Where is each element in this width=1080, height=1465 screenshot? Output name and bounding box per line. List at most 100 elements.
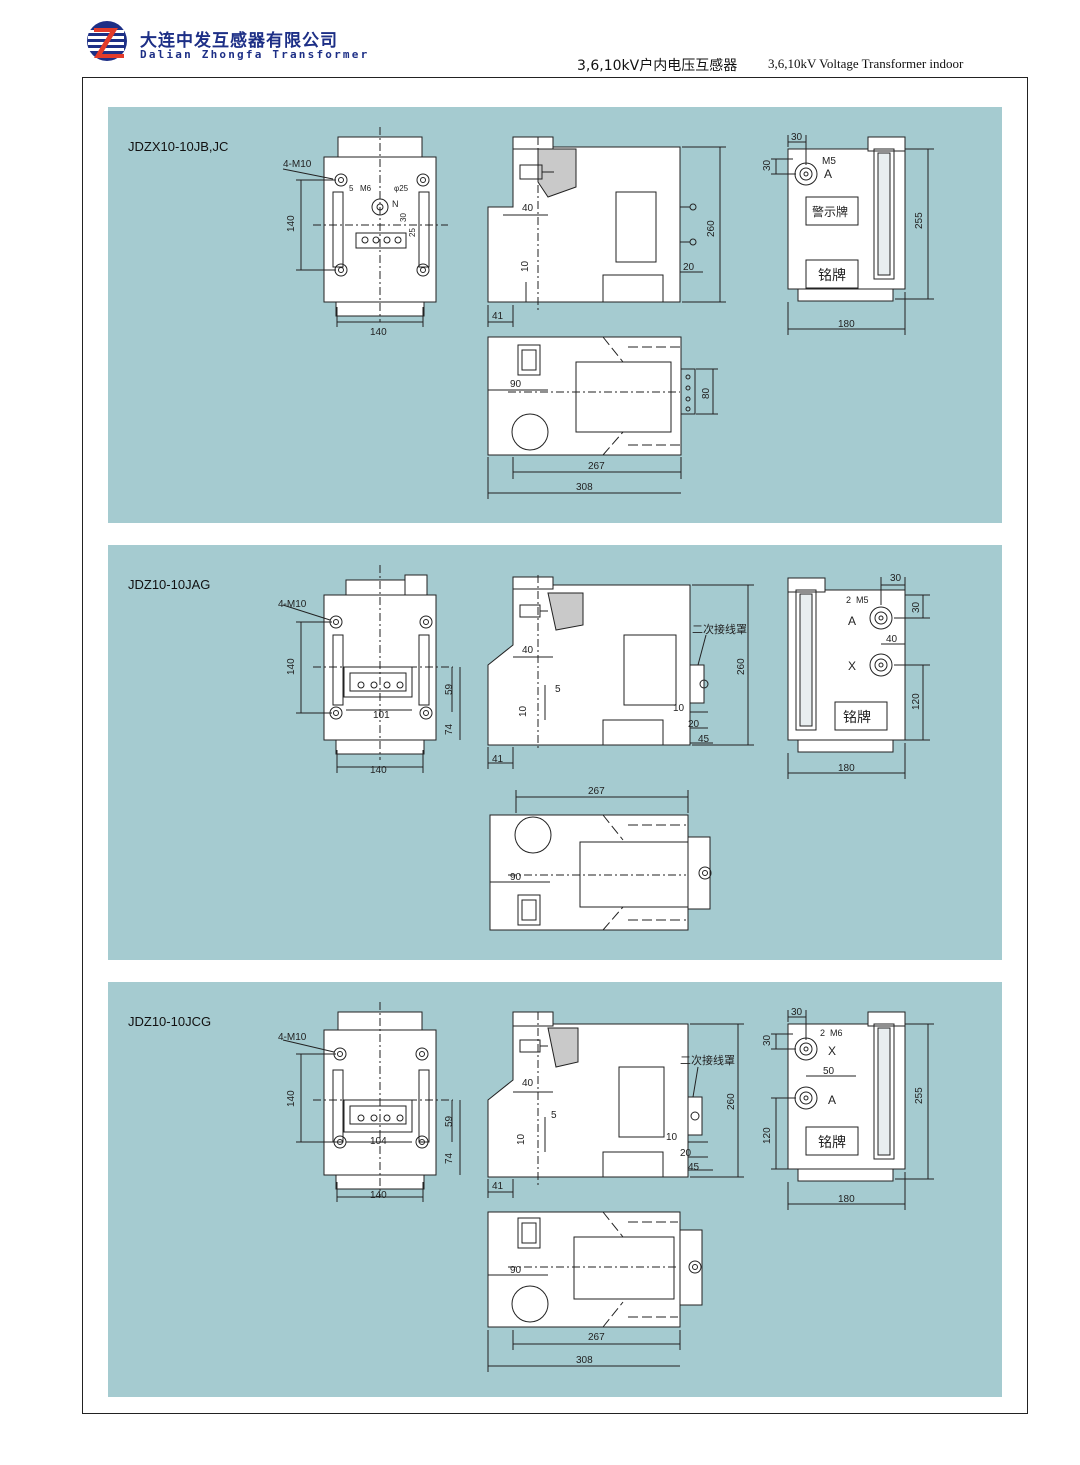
end-view bbox=[771, 135, 934, 335]
top-d267-label: 267 bbox=[588, 461, 605, 472]
end-view bbox=[771, 1010, 934, 1210]
company-name-en: Dalian Zhongfa Transformer bbox=[140, 48, 370, 61]
side-view bbox=[487, 136, 726, 327]
side-d40-label: 40 bbox=[522, 645, 534, 656]
front-height-label: 140 bbox=[286, 658, 297, 675]
company-name-cn: 大连中发互感器有限公司 bbox=[140, 31, 338, 51]
front-view bbox=[282, 1002, 461, 1202]
drawing-panel-jdz10-jag: 4-M10 140 140 101 59 74 4 bbox=[108, 545, 1002, 960]
end-warn-label: 警示牌 bbox=[812, 204, 848, 219]
end-plate-label: 铭牌 bbox=[818, 1134, 846, 1150]
page-frame bbox=[82, 77, 1028, 1414]
end-d50-label: 50 bbox=[823, 1066, 835, 1077]
front-bolt-label: 4-M10 bbox=[278, 599, 307, 610]
side-d45-label: 45 bbox=[688, 1162, 700, 1173]
end-d120-label: 120 bbox=[911, 693, 922, 710]
end-screw-label: M5 bbox=[856, 595, 869, 605]
top-d267-label: 267 bbox=[588, 1332, 605, 1343]
side-d40-label: 40 bbox=[522, 1078, 534, 1089]
end-num-label: 2 bbox=[820, 1028, 825, 1038]
side-cover-label: 二次接线罩 bbox=[680, 1053, 735, 1067]
model-label-jdzx10: JDZX10-10JB,JC bbox=[128, 139, 229, 154]
front-d74-label: 74 bbox=[444, 1152, 455, 1164]
front-dia-label: φ25 bbox=[394, 184, 409, 193]
front-d74-label: 74 bbox=[444, 723, 455, 735]
drawing-panel-jdz10-jcg: 4-M10 140 140 104 59 74 4 bbox=[108, 982, 1002, 1397]
side-d45-label: 45 bbox=[698, 734, 710, 745]
side-height-label: 260 bbox=[706, 220, 717, 237]
front-height-label: 140 bbox=[286, 215, 297, 232]
side-d10a-label: 10 bbox=[516, 1133, 527, 1145]
side-d41-label: 41 bbox=[492, 311, 504, 322]
end-plate-label: 铭牌 bbox=[818, 267, 846, 283]
end-width-label: 180 bbox=[838, 1194, 855, 1205]
front-d104-label: 104 bbox=[370, 1136, 387, 1147]
end-d30a-label: 30 bbox=[791, 132, 803, 143]
front-width-label: 140 bbox=[370, 1190, 387, 1201]
end-tx-label: X bbox=[828, 1044, 836, 1058]
end-screw-label: M5 bbox=[822, 156, 836, 167]
company-logo-icon bbox=[87, 21, 127, 61]
top-d308-label: 308 bbox=[576, 1355, 593, 1366]
end-height-label: 255 bbox=[914, 1087, 925, 1104]
drawing-jdzx10: 4-M10 140 140 5 M6 φ25 N 30 25 bbox=[282, 127, 934, 499]
end-d30a-label: 30 bbox=[890, 573, 902, 584]
end-d120-label: 120 bbox=[762, 1127, 773, 1144]
end-ta-label: A bbox=[828, 1093, 836, 1107]
side-d10b-label: 10 bbox=[666, 1132, 678, 1143]
document-title-en: 3,6,10kV Voltage Transformer indoor bbox=[768, 56, 964, 71]
top-d308-label: 308 bbox=[576, 482, 593, 493]
side-d10b-label: 10 bbox=[673, 703, 685, 714]
side-d5-label: 5 bbox=[555, 684, 561, 695]
side-view bbox=[487, 575, 754, 769]
end-d30a-label: 30 bbox=[791, 1007, 803, 1018]
end-d40-label: 40 bbox=[886, 634, 898, 645]
front-d59-label: 59 bbox=[444, 1115, 455, 1127]
drawing-panel-jdzx10: 4-M10 140 140 5 M6 φ25 N 30 25 bbox=[108, 107, 1002, 523]
side-d5-label: 5 bbox=[551, 1110, 557, 1121]
document-title-cn: 3,6,10kV户内电压互感器 bbox=[577, 58, 738, 74]
header-rule bbox=[82, 77, 1028, 78]
model-label-jdz10-jag: JDZ10-10JAG bbox=[128, 577, 211, 592]
side-height-label: 260 bbox=[726, 1093, 737, 1110]
side-d20-label: 20 bbox=[683, 262, 695, 273]
end-width-label: 180 bbox=[838, 763, 855, 774]
end-num-label: 2 bbox=[846, 595, 851, 605]
end-d30b-label: 30 bbox=[762, 1034, 773, 1046]
end-ta-label: A bbox=[848, 614, 856, 628]
end-screw-label: M6 bbox=[830, 1028, 843, 1038]
front-d59-label: 59 bbox=[444, 683, 455, 695]
front-view bbox=[282, 127, 448, 327]
front-height-label: 140 bbox=[286, 1090, 297, 1107]
end-d30b-label: 30 bbox=[911, 601, 922, 613]
front-width-label: 140 bbox=[370, 327, 387, 338]
front-d30-label: 30 bbox=[399, 213, 408, 222]
front-screw-label: M6 bbox=[360, 184, 372, 193]
front-width-label: 140 bbox=[370, 765, 387, 776]
front-dim-a-label: 5 bbox=[349, 184, 354, 193]
top-d90-label: 90 bbox=[510, 1265, 522, 1276]
side-d40-label: 40 bbox=[522, 203, 534, 214]
top-d80-label: 80 bbox=[701, 387, 712, 399]
side-cover-label: 二次接线罩 bbox=[692, 622, 747, 636]
side-d10-label: 10 bbox=[520, 260, 531, 272]
side-d20-label: 20 bbox=[688, 719, 700, 730]
front-view bbox=[282, 565, 461, 773]
side-d10a-label: 10 bbox=[518, 705, 529, 717]
page-header: 大连中发互感器有限公司 Dalian Zhongfa Transformer 3… bbox=[0, 0, 1080, 80]
model-label-jdz10-jcg: JDZ10-10JCG bbox=[128, 1014, 212, 1029]
side-d20-label: 20 bbox=[680, 1148, 692, 1159]
front-d25-label: 25 bbox=[408, 228, 417, 237]
side-d41-label: 41 bbox=[492, 1181, 504, 1192]
drawing-jdz10-jcg: 4-M10 140 140 104 59 74 4 bbox=[278, 1002, 934, 1372]
top-d267-label: 267 bbox=[588, 786, 605, 797]
top-view bbox=[487, 1211, 703, 1372]
end-view bbox=[787, 577, 930, 779]
top-view bbox=[489, 790, 712, 931]
top-d90-label: 90 bbox=[510, 379, 522, 390]
end-terminal-label: A bbox=[824, 167, 832, 181]
top-d90-label: 90 bbox=[510, 872, 522, 883]
end-plate-label: 铭牌 bbox=[843, 709, 871, 725]
end-d30b-label: 30 bbox=[762, 159, 773, 171]
front-d101-label: 101 bbox=[373, 710, 390, 721]
